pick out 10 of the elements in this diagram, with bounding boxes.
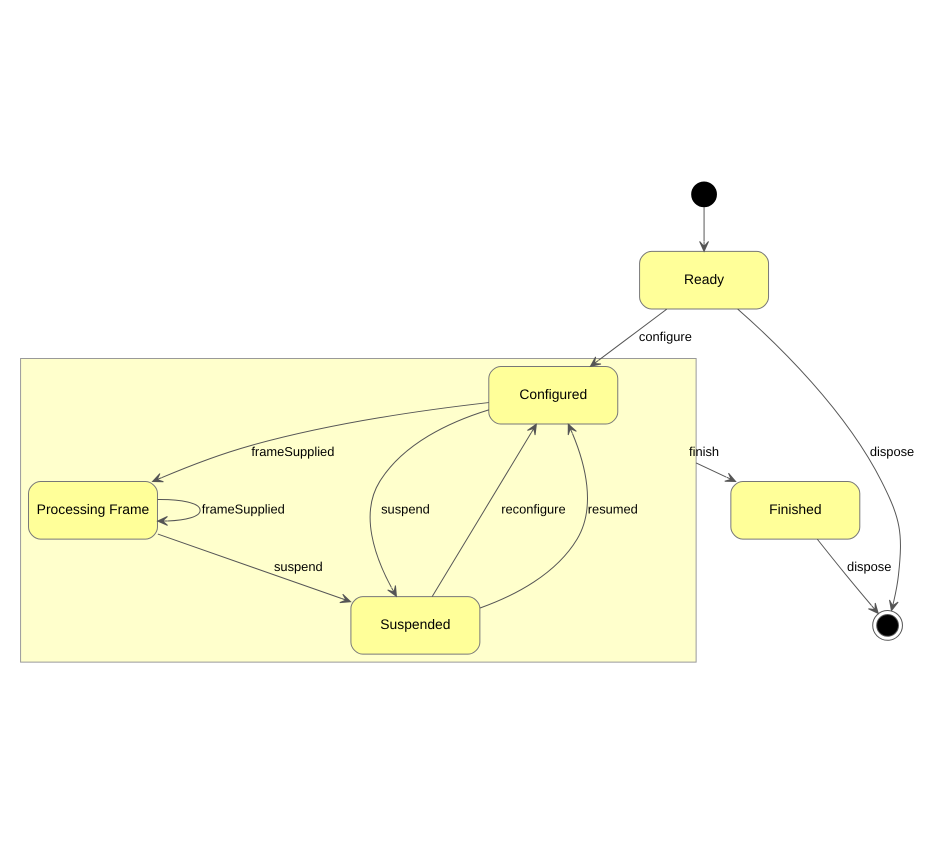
- edge-label: frameSupplied: [202, 501, 285, 516]
- edge-label: configure: [638, 328, 692, 344]
- edge-label: reconfigure: [501, 501, 566, 516]
- edge-label: frameSupplied: [251, 444, 334, 459]
- edge-label: dispose: [847, 558, 892, 574]
- edge-label: finish: [689, 444, 720, 459]
- edge-label: dispose: [870, 444, 914, 459]
- edge-label: suspend: [381, 501, 430, 516]
- edge-label: suspend: [274, 558, 323, 574]
- edge-label: resumed: [588, 501, 638, 516]
